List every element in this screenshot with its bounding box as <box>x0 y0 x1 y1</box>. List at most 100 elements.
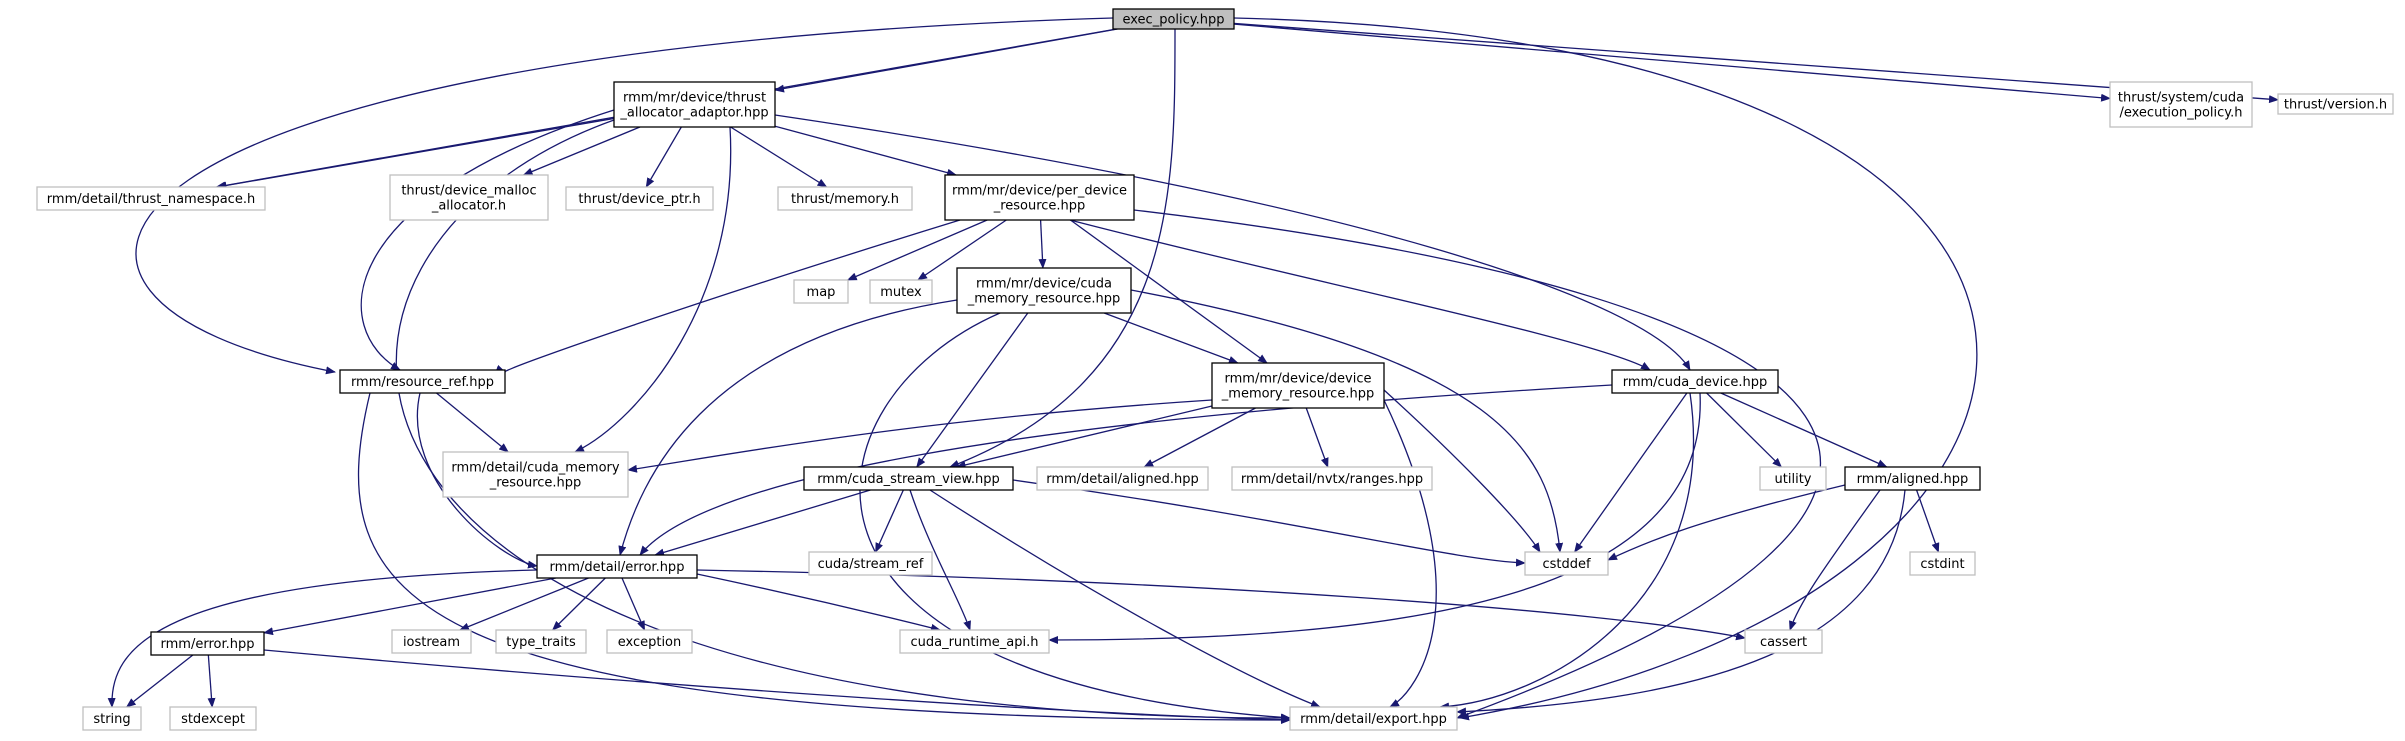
edge-cuda_stream_view-to-detail_error <box>654 489 871 557</box>
node-cuda_memory_resource[interactable]: rmm/mr/device/cuda_memory_resource.hpp <box>956 267 1132 314</box>
nodes: exec_policy.hpp rmm/mr/device/thrust_allo… <box>36 8 2394 731</box>
node-label: rmm/cuda_stream_view.hpp <box>817 472 1000 487</box>
edge-per_device_resource-to-map <box>846 219 988 281</box>
node-label: /execution_policy.h <box>2119 106 2242 121</box>
node-label: rmm/cuda_device.hpp <box>1623 375 1768 390</box>
edge-thrust_allocator_adaptor-to-thrust_device_malloc <box>522 126 641 176</box>
node-box <box>391 629 472 654</box>
node-box <box>150 631 265 656</box>
node-label: rmm/detail/aligned.hpp <box>1046 472 1199 487</box>
node-type_traits: type_traits <box>495 629 587 654</box>
node-map: map <box>793 279 849 304</box>
node-mutex: mutex <box>869 279 933 304</box>
edges <box>107 17 2279 724</box>
edge-device_memory_resource-to-nvtx_ranges <box>1305 407 1329 468</box>
edge-detail_error-to-string <box>107 569 538 708</box>
node-label: _allocator_adaptor.hpp <box>619 106 768 121</box>
edge-detail_error-to-type_traits <box>551 577 606 631</box>
edge-aligned-to-cstddef <box>1607 484 1846 561</box>
edge-error-to-stdexcept <box>207 654 216 708</box>
node-label: utility <box>1775 472 1812 487</box>
node-device_memory_resource[interactable]: rmm/mr/device/device_memory_resource.hpp <box>1211 362 1385 409</box>
node-resource_ref[interactable]: rmm/resource_ref.hpp <box>339 369 506 394</box>
node-box <box>1611 369 1779 394</box>
node-box <box>2109 81 2253 128</box>
edge-cuda_memory_resource-to-export <box>859 312 1291 722</box>
node-box <box>1909 551 1976 576</box>
node-box <box>1759 466 1827 491</box>
node-box <box>1844 466 1981 491</box>
edge-cuda_stream_view-to-cstddef <box>1012 479 1526 567</box>
node-box <box>956 267 1132 314</box>
edge-per_device_resource-to-export <box>1133 209 1822 719</box>
edge-device_memory_resource-to-cstddef <box>1383 389 1541 553</box>
node-exception: exception <box>606 629 693 654</box>
edge-exec_policy-to-resource_ref <box>135 17 1114 375</box>
edge-cuda_device-to-cuda_runtime_api <box>1048 392 1701 644</box>
edge-per_device_resource-to-resource_ref <box>495 219 961 373</box>
node-label: cstdint <box>1920 557 1964 572</box>
node-box <box>339 369 506 394</box>
node-box <box>803 466 1014 491</box>
node-box <box>1289 706 1458 731</box>
edge-resource_ref-to-detail_cuda_memory_resource <box>436 392 509 453</box>
node-iostream: iostream <box>391 629 472 654</box>
node-thrust_allocator_adaptor[interactable]: rmm/mr/device/thrust_allocator_adaptor.h… <box>613 81 776 128</box>
node-box <box>793 279 849 304</box>
node-label: cuda/stream_ref <box>818 557 924 572</box>
node-label: type_traits <box>506 635 576 650</box>
edge-thrust_allocator_adaptor-to-thrust_device_ptr <box>645 126 682 188</box>
node-box <box>613 81 776 128</box>
node-cuda_stream_view[interactable]: rmm/cuda_stream_view.hpp <box>803 466 1014 491</box>
edge-thrust_allocator_adaptor-to-per_device_resource <box>774 125 957 177</box>
edge-aligned-to-cstdint <box>1915 489 1940 553</box>
node-error[interactable]: rmm/error.hpp <box>150 631 265 656</box>
node-box <box>808 551 933 576</box>
edge-per_device_resource-to-cuda_memory_resource <box>1038 219 1047 269</box>
node-label: stdexcept <box>181 712 245 727</box>
node-label: _memory_resource.hpp <box>1221 387 1374 402</box>
node-label: string <box>93 712 130 727</box>
node-label: thrust/system/cuda <box>2118 91 2244 106</box>
edge-cuda_device-to-export <box>1439 392 1695 711</box>
node-label: _resource.hpp <box>993 199 1086 214</box>
node-label: rmm/detail/thrust_namespace.h <box>47 192 255 207</box>
edge-detail_error-to-iostream <box>459 577 589 631</box>
node-cuda_device[interactable]: rmm/cuda_device.hpp <box>1611 369 1779 394</box>
node-label: exec_policy.hpp <box>1122 13 1224 28</box>
node-detail_error[interactable]: rmm/detail/error.hpp <box>536 554 698 579</box>
node-label: cassert <box>1760 635 1807 650</box>
node-box <box>389 174 549 221</box>
edge-resource_ref-to-detail_error <box>416 392 538 569</box>
node-cstdint: cstdint <box>1909 551 1976 576</box>
node-aligned[interactable]: rmm/aligned.hpp <box>1844 466 1981 491</box>
node-detail_aligned: rmm/detail/aligned.hpp <box>1036 466 1209 491</box>
node-box <box>1036 466 1209 491</box>
edge-exec_policy-to-cuda_stream_view <box>949 28 1176 468</box>
edge-resource_ref-to-export <box>357 392 1291 724</box>
edge-per_device_resource-to-mutex <box>917 219 1007 281</box>
edge-cuda_device-to-utility <box>1706 392 1783 468</box>
node-box <box>565 186 714 211</box>
node-box <box>82 706 142 731</box>
node-box <box>169 706 257 731</box>
node-label: map <box>807 285 836 300</box>
edge-cuda_memory_resource-to-device_memory_resource <box>1103 312 1239 364</box>
node-label: rmm/resource_ref.hpp <box>351 375 494 390</box>
node-label: rmm/detail/cuda_memory <box>451 461 619 476</box>
edge-per_device_resource-to-device_memory_resource <box>1070 219 1268 364</box>
node-label: iostream <box>403 635 460 650</box>
node-thrust_version: thrust/version.h <box>2277 93 2394 115</box>
node-label: cstddef <box>1542 557 1591 572</box>
edge-exec_policy-to-export <box>1233 17 1978 721</box>
node-exec_policy[interactable]: exec_policy.hpp <box>1112 8 1235 30</box>
node-box <box>777 186 913 211</box>
edge-per_device_resource-to-cuda_device <box>1069 219 1651 371</box>
edge-exec_policy-to-thrust_version <box>1233 22 2279 104</box>
node-box <box>36 186 266 211</box>
node-per_device_resource[interactable]: rmm/mr/device/per_device_resource.hpp <box>944 174 1135 221</box>
edge-exec_policy-to-thrust_system_cuda_exec <box>1233 23 2111 102</box>
node-box <box>606 629 693 654</box>
node-box <box>495 629 587 654</box>
